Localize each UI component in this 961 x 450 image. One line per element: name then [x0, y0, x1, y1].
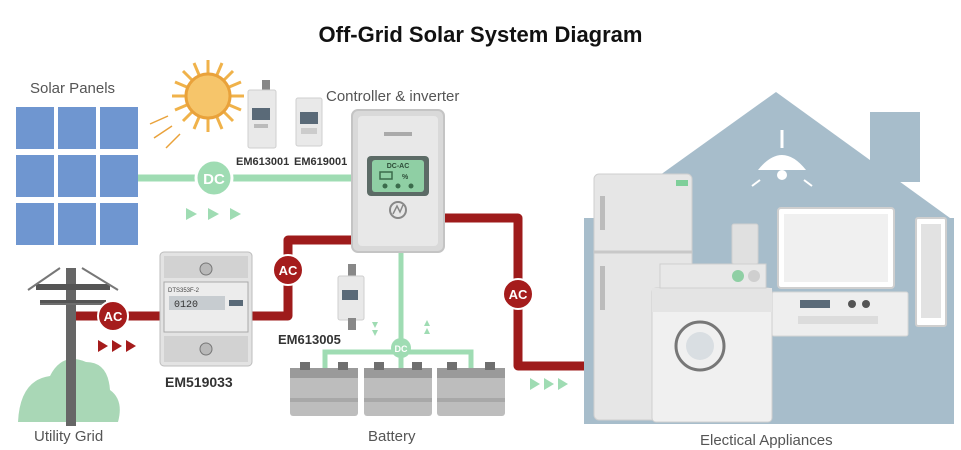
dc-badge-main	[194, 158, 234, 198]
solar-panel-array	[16, 107, 138, 245]
label-utility-grid: Utility Grid	[34, 428, 104, 445]
dc-flow-arrows	[186, 208, 241, 220]
dc-badge-main-text: DC	[203, 171, 225, 188]
inverter-screen-percent: %	[402, 174, 409, 181]
label-controller-inverter: Controller & inverter	[326, 88, 460, 105]
speaker-icon	[731, 217, 947, 327]
ac-badge-grid-text: AC	[104, 309, 123, 324]
meter-em613001-icon	[247, 80, 277, 149]
inverter-screen-mode: DC-AC	[387, 163, 410, 170]
label-em619001: EM619001	[294, 156, 348, 168]
power-pole-icon	[18, 267, 120, 426]
tv-icon	[771, 207, 909, 337]
dc-badge-battery-text: DC	[395, 344, 408, 354]
ac-badge-inverter	[272, 254, 304, 286]
sun-icon	[149, 60, 244, 149]
ac-flow-arrows	[98, 340, 136, 352]
label-solar-panels: Solar Panels	[30, 80, 116, 97]
label-battery: Battery	[368, 428, 416, 445]
lamp-icon	[751, 130, 813, 187]
ac-badge-grid	[97, 300, 129, 332]
meter-em519033-reading: 0120	[174, 300, 198, 311]
meter-em619001-icon	[295, 97, 323, 147]
meter-em519033-model: DTS353F-2	[168, 288, 200, 294]
label-em613001: EM613001	[236, 156, 290, 168]
label-em519033: EM519033	[165, 374, 233, 390]
dc-badge-battery	[391, 338, 411, 358]
meter-em519033-icon	[159, 251, 253, 367]
label-em613005: EM613005	[278, 332, 341, 347]
meter-em613005-icon	[337, 264, 365, 330]
ac-badge-appliances-text: AC	[509, 287, 528, 302]
ac-badge-appliances	[502, 278, 534, 310]
page-title: Off-Grid Solar System Diagram	[318, 22, 643, 47]
ac-badge-inverter-text: AC	[279, 263, 298, 278]
battery-icon	[290, 362, 505, 416]
label-appliances: Electical Appliances	[700, 432, 833, 449]
battery-flow-arrows	[372, 320, 430, 336]
washing-machine-icon	[651, 263, 773, 423]
appliance-flow-arrows	[530, 378, 568, 390]
controller-inverter-unit	[351, 109, 445, 253]
